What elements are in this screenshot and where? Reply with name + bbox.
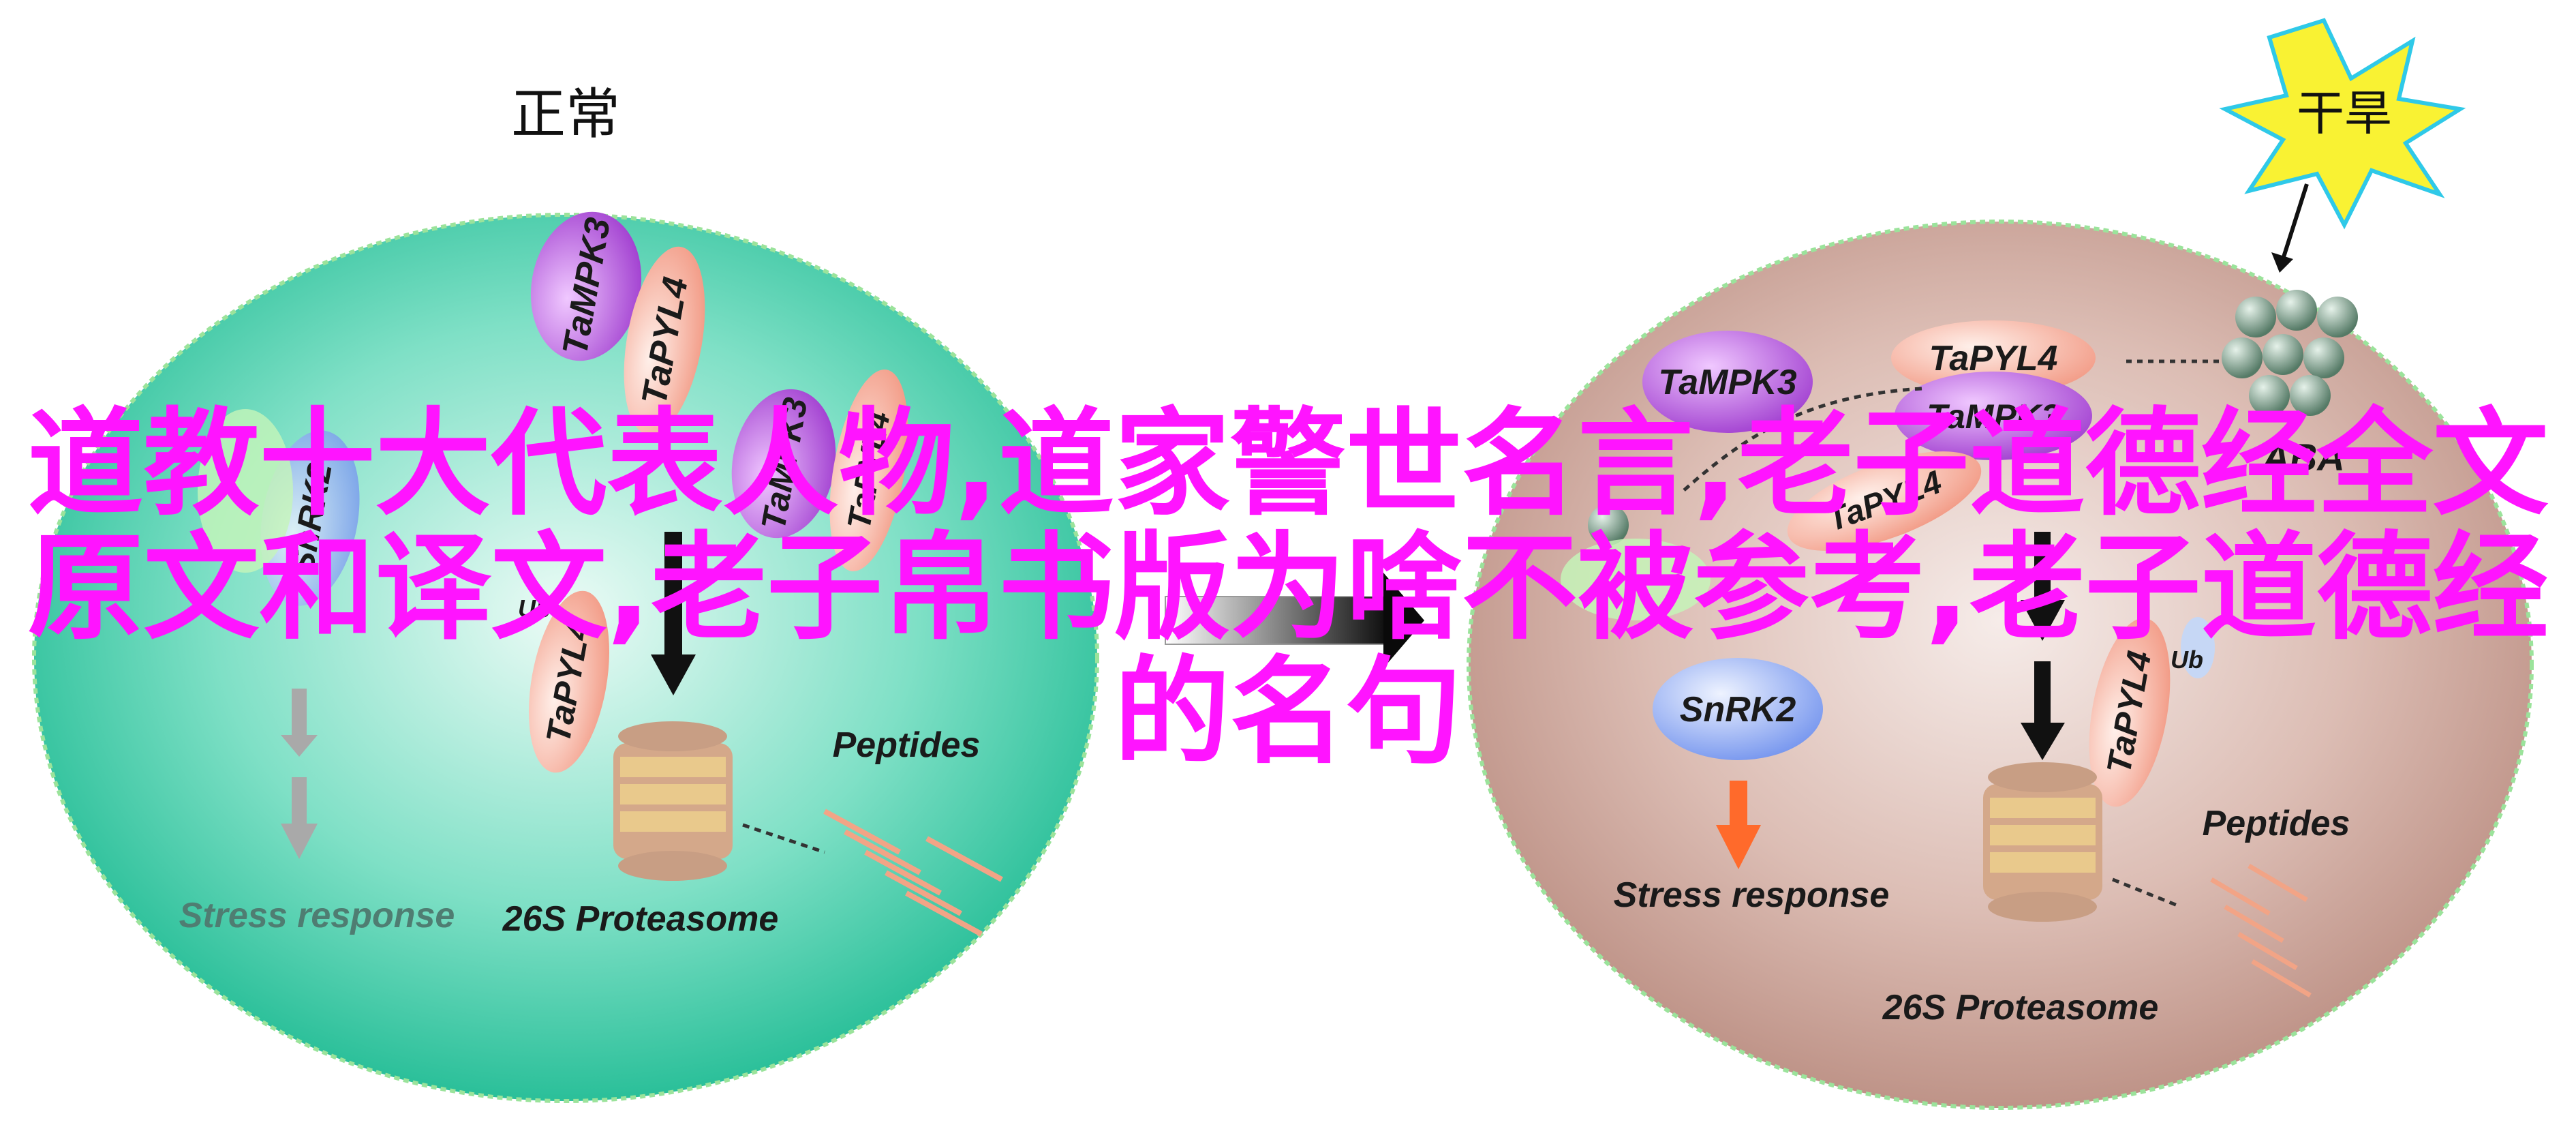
proteasome-right [1983, 762, 2102, 922]
protein-tampk3-right-mid: TaMPK3 [1895, 372, 2092, 460]
drought-panel: 干旱 ABA TaMPK3 TaPYL4 TaMPK3 [1467, 18, 2534, 1110]
overlay-title: 道教十大代表人物,道家警世名言,老子道德经全文原文和译文,老子帛书版为啥不被参考… [27, 397, 2549, 780]
green-blob-right [1561, 539, 1711, 620]
peptides-label-left: Peptides [833, 725, 981, 765]
orange-arrow [1716, 781, 1761, 869]
grey-arrow-2 [281, 777, 318, 859]
transition-arrow [1165, 573, 1424, 668]
drought-burst: 干旱 [2219, 18, 2466, 230]
protein-tapyl4-mid: TaPYL4 [829, 370, 908, 571]
normal-panel: 正常 TaMPK3 TaPYL4 TaMPK3 TaPYL4 SnRK2 [32, 82, 1099, 1103]
protein-tampk3-top: TaMPK3 [530, 211, 642, 361]
protein-tapyl4-right-bottom: TaPYL4 [2089, 618, 2171, 807]
black-arrow-left [651, 532, 696, 695]
protein-snrk2-right: SnRK2 [1653, 658, 1823, 760]
drought-label: 干旱 [2297, 85, 2392, 141]
proteasome-label-right: 26S Proteasome [1882, 988, 2159, 1027]
svg-text:TaMPK3: TaMPK3 [1658, 363, 1796, 402]
ub-label-left: Ub [518, 594, 551, 622]
normal-title: 正常 [511, 82, 620, 146]
black-arrow-right-1 [2021, 532, 2065, 641]
drought-cell [1467, 220, 2534, 1110]
stress-response-right: Stress response [1614, 875, 1890, 915]
black-arrow-right-2 [2021, 661, 2065, 760]
svg-text:TaMPK3: TaMPK3 [1927, 397, 2060, 436]
ub-chain-right [2181, 617, 2215, 678]
burst-arrow-head [2271, 252, 2293, 273]
proteasome-label-left: 26S Proteasome [502, 899, 779, 939]
stress-response-left: Stress response [179, 896, 455, 935]
protein-tapyl4-top: TaPYL4 [624, 246, 705, 436]
ub-label-right: Ub [2171, 646, 2203, 674]
aba-cluster [2222, 290, 2358, 416]
proteasome-left [613, 721, 733, 881]
peptide-strands-right [2210, 863, 2312, 998]
aba-label: ABA [2260, 436, 2344, 479]
aba-ball-bound [1588, 505, 1629, 545]
protein-tampk3-right-top: TaMPK3 [1642, 331, 1813, 433]
grey-arrow-1 [281, 689, 318, 757]
protein-tampk3-mid: TaMPK3 [731, 389, 836, 539]
protein-tapyl4-bottom: TaPYL4 [528, 590, 610, 773]
svg-text:SnRK2: SnRK2 [1680, 690, 1796, 729]
peptides-label-right: Peptides [2203, 804, 2350, 843]
dotted-arrow-left [742, 823, 825, 854]
peptide-strands-left [823, 809, 1003, 937]
green-blob [198, 409, 293, 573]
burst-arrow [2281, 183, 2309, 260]
